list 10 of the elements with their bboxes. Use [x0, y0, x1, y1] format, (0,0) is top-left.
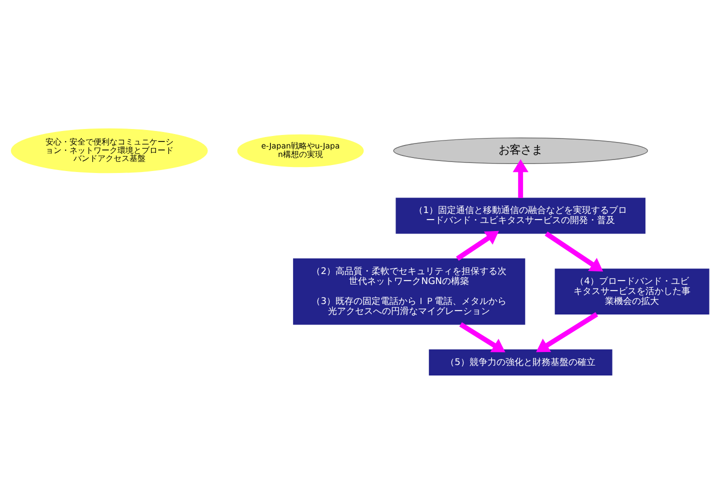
arrow [536, 312, 598, 352]
arrow [544, 231, 604, 272]
node-box: （4）ブロードバンド・ユビキタスサービスを活かした事業機会の拡大 [554, 268, 710, 315]
node-box: （5）競争力の強化と財務基盤の確立 [428, 349, 612, 376]
node-box: （1）固定通信と移動通信の融合などを実現するブロードバンド・ユビキタスサービスの開発・普及 [396, 198, 646, 234]
arrow [459, 322, 506, 352]
arrow [512, 159, 528, 198]
node-ellipse: お客さま [393, 138, 648, 164]
arrow [456, 230, 499, 261]
node-box: （2）高品質・柔軟でセキュリティを担保する次世代ネットワークNGNの構築 （3）既存の固定電話からＩＰ電話、メタルから光アクセスへの円滑なマイグレーション [293, 258, 526, 325]
